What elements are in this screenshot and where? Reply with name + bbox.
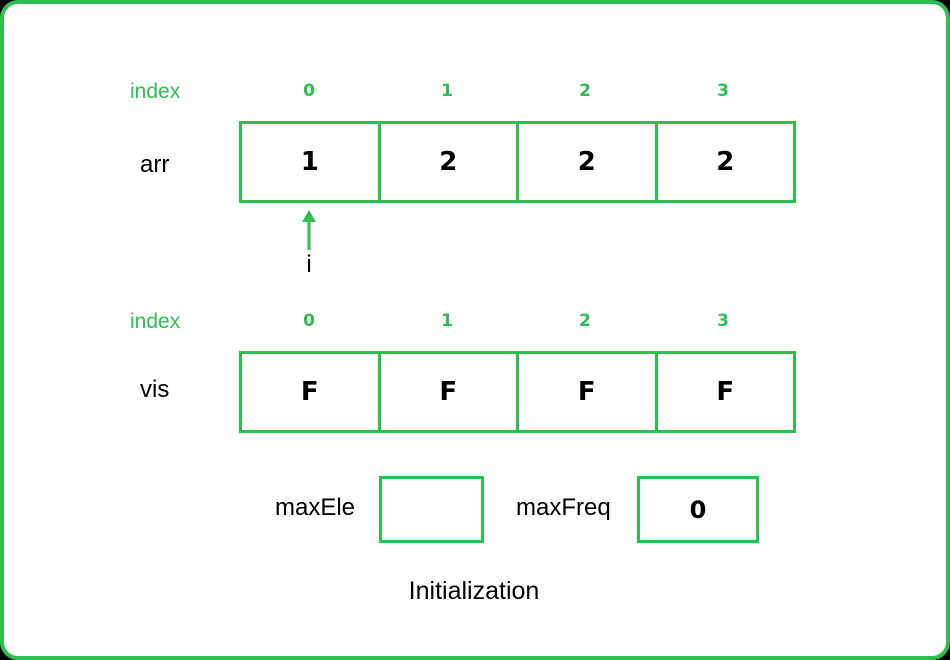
vis-index-label: index <box>130 310 181 333</box>
max-ele-label: maxEle <box>275 494 356 521</box>
max-freq-label: maxFreq <box>516 494 611 521</box>
vis-cell-3: F <box>716 377 735 407</box>
vis-label: vis <box>140 376 170 403</box>
arr-cell-3: 2 <box>716 147 735 177</box>
arr-label: arr <box>140 151 170 178</box>
arr-index-0: 0 <box>303 81 315 101</box>
vis-index-1: 1 <box>441 311 453 331</box>
arr-cell-0: 1 <box>242 124 381 200</box>
arr-cell-2: 2 <box>519 124 658 200</box>
vis-cell-0: F <box>242 354 381 430</box>
max-freq-box: 0 <box>637 476 759 543</box>
arr-index-3: 3 <box>717 81 729 101</box>
pointer-label: i <box>306 251 312 278</box>
arr-array: 1 2 2 2 <box>239 121 796 203</box>
arr-index-2: 2 <box>579 81 591 101</box>
max-ele-box <box>379 476 484 543</box>
vis-index-3: 3 <box>717 311 729 331</box>
vis-cell-1: F <box>381 354 519 430</box>
vis-cell-2: F <box>519 354 658 430</box>
arr-index-1: 1 <box>441 81 453 101</box>
caption: Initialization <box>408 577 540 605</box>
vis-array: F F F F <box>239 351 796 433</box>
pointer-arrow-icon <box>302 210 316 250</box>
vis-index-0: 0 <box>303 311 315 331</box>
vis-index-2: 2 <box>579 311 591 331</box>
arr-index-label: index <box>130 80 181 103</box>
arr-cell-1: 2 <box>381 124 519 200</box>
